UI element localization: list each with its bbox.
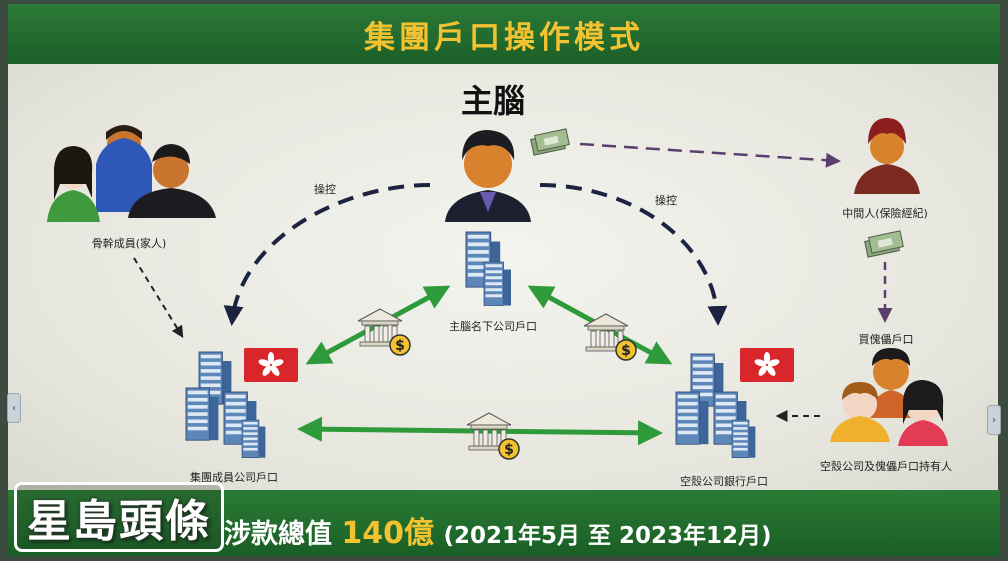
control-arrow-right: [539, 183, 728, 326]
core-members-icon: [47, 125, 216, 222]
core-members-label: 骨幹成員(家人): [91, 237, 167, 250]
bought-accounts-label: 買傀儡戶口: [858, 333, 914, 346]
footer-summary: 涉款總值 140億 (2021年5月 至 2023年12月): [224, 508, 772, 552]
watermark-logo: 星島頭條: [14, 482, 224, 552]
control-arrow-left: [223, 183, 431, 326]
mastermind-icon: [445, 130, 531, 222]
shell-holders-icon: [830, 348, 948, 446]
bank-icon-bottom: [466, 412, 520, 460]
cash-stack-icon-top: [530, 128, 570, 156]
hong-kong-flag-icon-right: [740, 348, 794, 382]
group-member-account-label: 集團成員公司戶口: [190, 471, 278, 484]
intermediary-label: 中間人(保險經紀): [842, 207, 928, 220]
cash-stack-icon-right: [864, 230, 904, 258]
control-label-left: 操控: [314, 183, 336, 196]
mastermind-account-label: 主腦名下公司戶口: [449, 320, 537, 333]
mastermind-label: 主腦: [460, 82, 526, 120]
next-slide-arrow-icon[interactable]: ›: [987, 405, 1001, 435]
prev-slide-arrow-icon[interactable]: ‹: [7, 393, 21, 423]
members-to-group-arrow: [133, 257, 184, 339]
footer-prefix: 涉款總值: [224, 519, 332, 550]
mastermind-account-building-icon: [465, 231, 512, 306]
shell-bank-account-label: 空殼公司銀行戶口: [680, 475, 768, 488]
shell-holders-label: 空殼公司及傀儡戶口持有人: [820, 460, 952, 473]
title-bar: 集團戶口操作模式: [8, 4, 1000, 64]
footer-amount: 140億: [341, 516, 435, 551]
footer-period: (2021年5月 至 2023年12月): [443, 523, 772, 549]
slide-title: 集團戶口操作模式: [364, 19, 644, 56]
footer-bar: [8, 490, 1000, 556]
payment-to-intermediary-arrow: [579, 142, 841, 168]
bank-icon-left: [357, 308, 411, 356]
money-flow-bottom: [297, 416, 663, 446]
hong-kong-flag-icon-left: [244, 348, 298, 382]
intermediary-icon: [854, 118, 920, 194]
control-label-right: 操控: [655, 194, 677, 207]
